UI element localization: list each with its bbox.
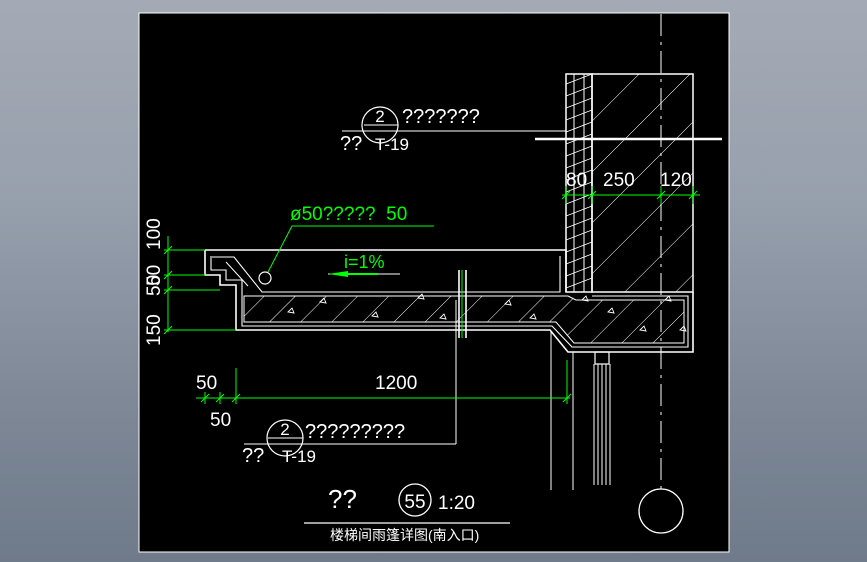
slope-arrow	[328, 271, 400, 277]
callout-top-sheet: T-19	[375, 135, 409, 154]
wall-brick-layer	[565, 73, 593, 293]
canopy-slab	[204, 249, 694, 365]
dim-bottom-50a: 50	[196, 373, 217, 394]
callout-top-text: ???????	[402, 106, 480, 128]
left-vertical-dimension	[163, 236, 236, 335]
callout-top-prefix: ??	[340, 133, 362, 155]
bottom-horizontal-dimension	[196, 360, 572, 404]
detail-number-circle	[398, 483, 432, 517]
title-name: 楼梯间雨篷详图(南入口)	[330, 527, 479, 543]
title-prefix: ??	[328, 484, 357, 514]
callout-bottom-number: 2	[280, 420, 289, 439]
dim-wall-80: 80	[566, 170, 587, 191]
wall-main-body	[591, 73, 694, 293]
title-block: ?? 55 1:20 楼梯间雨篷详图(南入口)	[304, 483, 510, 543]
dim-left-50b: 50	[144, 275, 165, 296]
dim-left-50a: 50	[144, 265, 165, 286]
callout-bottom-text: ?????????	[305, 421, 405, 443]
lower-wall	[550, 332, 611, 490]
title-scale: 1:20	[438, 493, 475, 514]
dim-bottom-1200: 1200	[375, 373, 417, 394]
callout-bottom-sheet: T-19	[282, 447, 316, 466]
dim-left-150: 150	[144, 314, 165, 346]
slope-label: i=1%	[344, 252, 385, 272]
detail-number: 55	[404, 492, 425, 513]
dim-wall-250: 250	[603, 170, 635, 191]
section-cut-marker	[458, 270, 467, 338]
dim-wall-120: 120	[660, 170, 692, 191]
callout-top: 2 T-19 ??????? ??	[340, 106, 480, 155]
wall-top-dimension	[561, 186, 700, 204]
callout-bottom-prefix: ??	[242, 445, 264, 467]
dim-bottom-50b: 50	[210, 410, 231, 431]
drain-pipe-label: ø50????? 50	[290, 204, 407, 225]
axis-circle	[638, 488, 684, 534]
dim-left-100: 100	[144, 218, 165, 250]
callout-top-number: 2	[375, 107, 384, 126]
drain-pipe-leader	[267, 225, 434, 273]
callout-bottom: 2 T-19 ????????? ??	[242, 419, 405, 467]
